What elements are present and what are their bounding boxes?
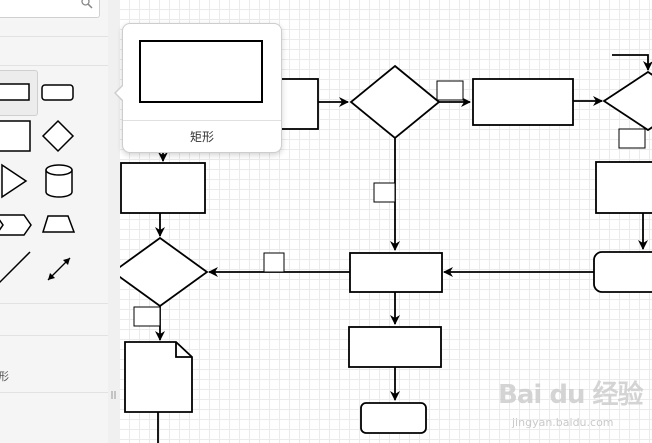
sidebar-splitter[interactable] bbox=[108, 0, 120, 443]
shape-step[interactable] bbox=[0, 212, 34, 238]
connector-label-box[interactable] bbox=[618, 128, 646, 149]
connector-label-box[interactable] bbox=[436, 80, 464, 101]
resize-handle-icon[interactable] bbox=[111, 391, 116, 399]
terminator-node-right[interactable] bbox=[593, 251, 652, 293]
rectangle-preview bbox=[139, 40, 263, 103]
shapes-sidebar: 形 bbox=[0, 0, 109, 443]
shape-cylinder[interactable] bbox=[42, 162, 76, 202]
shape-rectangle[interactable] bbox=[0, 70, 38, 116]
connector-label-box[interactable] bbox=[133, 306, 161, 327]
watermark: Bai du 经验 jingyan.baidu.com bbox=[498, 374, 648, 436]
process-node-center-lower[interactable] bbox=[348, 326, 442, 368]
shape-square-rectangle[interactable] bbox=[0, 118, 32, 154]
watermark-logo-text: Bai du 经验 bbox=[498, 380, 643, 410]
decision-node-top-far-right[interactable] bbox=[602, 70, 652, 132]
document-node[interactable] bbox=[124, 341, 193, 413]
tooltip-pointer-fill bbox=[116, 85, 124, 101]
connector-label-box[interactable] bbox=[263, 252, 285, 273]
sidebar-divider bbox=[0, 65, 108, 66]
terminator-node-bottom[interactable] bbox=[360, 402, 427, 434]
shape-triangle[interactable] bbox=[0, 162, 32, 202]
sidebar-divider bbox=[0, 303, 108, 304]
sidebar-divider bbox=[0, 36, 108, 37]
shape-rounded-rectangle[interactable] bbox=[40, 80, 76, 104]
decision-node-left[interactable] bbox=[120, 236, 209, 308]
process-node-center[interactable] bbox=[349, 252, 443, 293]
shape-trapezoid[interactable] bbox=[40, 212, 78, 238]
search-icon bbox=[81, 0, 93, 9]
connector-label-box[interactable] bbox=[373, 182, 396, 203]
tooltip-shape-label: 矩形 bbox=[189, 130, 214, 144]
watermark-url: jingyan.baidu.com bbox=[512, 416, 614, 429]
shape-line[interactable] bbox=[0, 248, 32, 288]
shape-bidirectional-arrow[interactable] bbox=[42, 252, 76, 286]
shape-diamond[interactable] bbox=[40, 118, 76, 154]
document-fold bbox=[175, 342, 192, 358]
sidebar-divider bbox=[0, 335, 108, 336]
tooltip-divider bbox=[123, 120, 281, 121]
shape-palette bbox=[0, 66, 108, 306]
search-input[interactable] bbox=[0, 0, 100, 18]
sidebar-divider bbox=[0, 392, 108, 393]
process-node-top-right[interactable] bbox=[472, 78, 574, 126]
sidebar-section-label[interactable]: 形 bbox=[0, 368, 9, 384]
process-node-left-mid[interactable] bbox=[120, 162, 206, 214]
decision-node-top-center[interactable] bbox=[349, 64, 441, 140]
process-node-right-mid[interactable] bbox=[595, 161, 652, 214]
connector-arrow[interactable] bbox=[612, 54, 652, 71]
shape-preview-tooltip: 矩形 bbox=[114, 23, 282, 153]
